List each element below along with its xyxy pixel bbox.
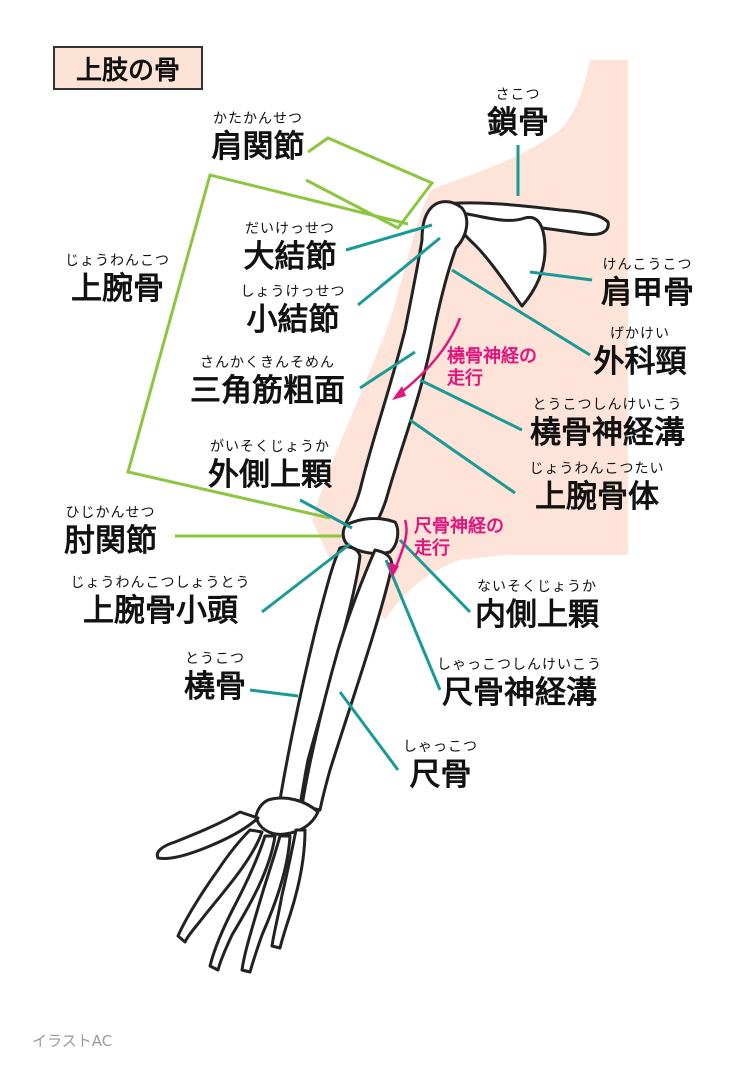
- label-ulna-text: 尺骨: [409, 757, 472, 793]
- ulnar-nerve-label: 尺骨神経の 走行: [414, 516, 504, 560]
- leader-radius: [249, 688, 299, 698]
- leader-lines: [249, 145, 593, 771]
- label-humerus-body-text: 上腕骨体: [535, 479, 659, 515]
- shoulder-joint-bracket: [305, 136, 435, 230]
- label-clavicle-text: 鎖骨: [487, 105, 549, 141]
- label-humerus-text: 上腕骨: [71, 271, 164, 307]
- label-greater-tubercle-ruby: だいけっせつ: [245, 221, 335, 237]
- label-radius: とうこつ 橈骨: [175, 650, 255, 706]
- leader-ulnar-groove: [384, 559, 442, 691]
- label-capitulum-ruby: じょうわんこつしょうとう: [70, 575, 251, 591]
- nerve-paths: [393, 317, 462, 571]
- finger-bone-2: [208, 834, 277, 972]
- label-humerus-body-ruby: じょうわんこつたい: [529, 461, 665, 477]
- finger-bone-4: [270, 828, 307, 950]
- label-medial-epicondyle-ruby: ないそくじょうか: [477, 579, 597, 595]
- label-radial-groove-ruby: とうこつしんけいこう: [532, 397, 683, 413]
- radius-bone: [278, 545, 362, 807]
- label-ulnar-groove-ruby: しゃっこつしんけいこう: [437, 657, 602, 673]
- ulnar-nerve-label-line1: 尺骨神経の: [414, 516, 504, 537]
- label-deltoid-tuberosity: さんかくきんそめん 三角筋粗面: [175, 354, 360, 410]
- scapula-bone: [453, 210, 547, 308]
- label-clavicle-ruby: さこつ: [495, 87, 541, 103]
- label-clavicle: さこつ 鎖骨: [478, 86, 558, 142]
- label-lesser-tubercle-text: 小結節: [246, 302, 340, 338]
- radial-nerve-arrow: [392, 386, 406, 400]
- label-elbow-joint: ひじかんせつ 肘関節: [48, 504, 173, 560]
- label-radial-groove-text: 橈骨神経溝: [530, 415, 685, 451]
- label-lateral-epicondyle-text: 外側上顆: [208, 457, 332, 493]
- label-greater-tubercle: だいけっせつ 大結節: [235, 220, 345, 276]
- label-shoulder-joint: かたかんせつ 肩関節: [198, 110, 318, 166]
- leader-surgical-neck: [451, 268, 591, 357]
- humerus-bracket: [126, 173, 409, 520]
- radial-nerve-label-line2: 走行: [447, 368, 483, 389]
- label-ulnar-groove: しゃっこつしんけいこう 尺骨神経溝: [422, 656, 617, 712]
- label-deltoid-tuberosity-text: 三角筋粗面: [190, 373, 345, 409]
- label-ulna-ruby: しゃっこつ: [403, 739, 478, 755]
- leader-lesser-tubercle: [357, 236, 441, 307]
- label-surgical-neck-text: 外科頸: [593, 344, 687, 380]
- label-medial-epicondyle: ないそくじょうか 内側上顆: [462, 578, 612, 634]
- leader-ulna: [338, 691, 400, 771]
- leader-medial-epicondyle: [398, 538, 472, 614]
- label-humerus-ruby: じょうわんこつ: [65, 253, 170, 269]
- label-capitulum-text: 上腕骨小頭: [83, 593, 238, 629]
- label-surgical-neck-ruby: げかけい: [610, 326, 670, 342]
- label-radius-ruby: とうこつ: [185, 651, 245, 667]
- label-radial-groove: とうこつしんけいこう 橈骨神経溝: [515, 396, 700, 452]
- label-ulna: しゃっこつ 尺骨: [398, 738, 483, 794]
- label-medial-epicondyle-text: 内側上顆: [475, 597, 599, 633]
- label-capitulum: じょうわんこつしょうとう 上腕骨小頭: [58, 574, 263, 630]
- finger-bone-3: [240, 834, 292, 974]
- label-scapula: けんこうこつ 肩甲骨: [590, 256, 705, 312]
- leader-capitulum: [261, 542, 351, 614]
- label-humerus: じょうわんこつ 上腕骨: [55, 252, 180, 308]
- label-shoulder-joint-text: 肩関節: [211, 129, 305, 165]
- label-humerus-body: じょうわんこつたい 上腕骨体: [512, 460, 682, 516]
- bones: [155, 200, 610, 974]
- label-greater-tubercle-text: 大結節: [243, 239, 337, 275]
- page-title: 上肢の骨: [53, 46, 203, 90]
- label-shoulder-joint-ruby: かたかんせつ: [213, 111, 303, 127]
- label-surgical-neck: げかけい 外科頸: [585, 325, 695, 381]
- radial-nerve-label: 橈骨神経の 走行: [447, 346, 537, 390]
- radial-nerve-path: [397, 317, 462, 396]
- leader-greater-tubercle: [345, 223, 433, 252]
- label-deltoid-tuberosity-ruby: さんかくきんそめん: [200, 355, 335, 371]
- label-lesser-tubercle: しょうけっせつ 小結節: [228, 283, 358, 339]
- ulnar-nerve-arrow: [388, 562, 399, 578]
- leader-humerus-body: [409, 418, 516, 495]
- carpal-bones: [254, 796, 320, 836]
- label-ulnar-groove-text: 尺骨神経溝: [442, 675, 597, 711]
- label-radius-text: 橈骨: [184, 669, 246, 705]
- thumb-bone: [155, 810, 260, 860]
- radial-nerve-label-line1: 橈骨神経の: [447, 346, 537, 367]
- label-lateral-epicondyle-ruby: がいそくじょうか: [210, 439, 330, 455]
- elbow-bone: [341, 516, 400, 556]
- leader-scapula: [529, 270, 593, 282]
- finger-bone-1: [176, 828, 264, 944]
- label-lateral-epicondyle: がいそくじょうか 外側上顆: [195, 438, 345, 494]
- ulnar-nerve-label-line2: 走行: [414, 538, 450, 559]
- label-lesser-tubercle-ruby: しょうけっせつ: [240, 284, 346, 300]
- leader-lateral-epicondyle: [299, 498, 353, 530]
- illustration-credit: イラストAC: [32, 1032, 113, 1050]
- label-elbow-joint-text: 肘関節: [64, 523, 157, 559]
- ulnar-nerve-path: [393, 519, 408, 571]
- humerus-bone: [343, 200, 469, 527]
- label-scapula-ruby: けんこうこつ: [602, 257, 693, 273]
- label-scapula-text: 肩甲骨: [601, 275, 694, 311]
- leader-radial-groove: [419, 378, 523, 432]
- leader-deltoid-tuberosity: [359, 350, 416, 390]
- label-elbow-joint-ruby: ひじかんせつ: [65, 505, 156, 521]
